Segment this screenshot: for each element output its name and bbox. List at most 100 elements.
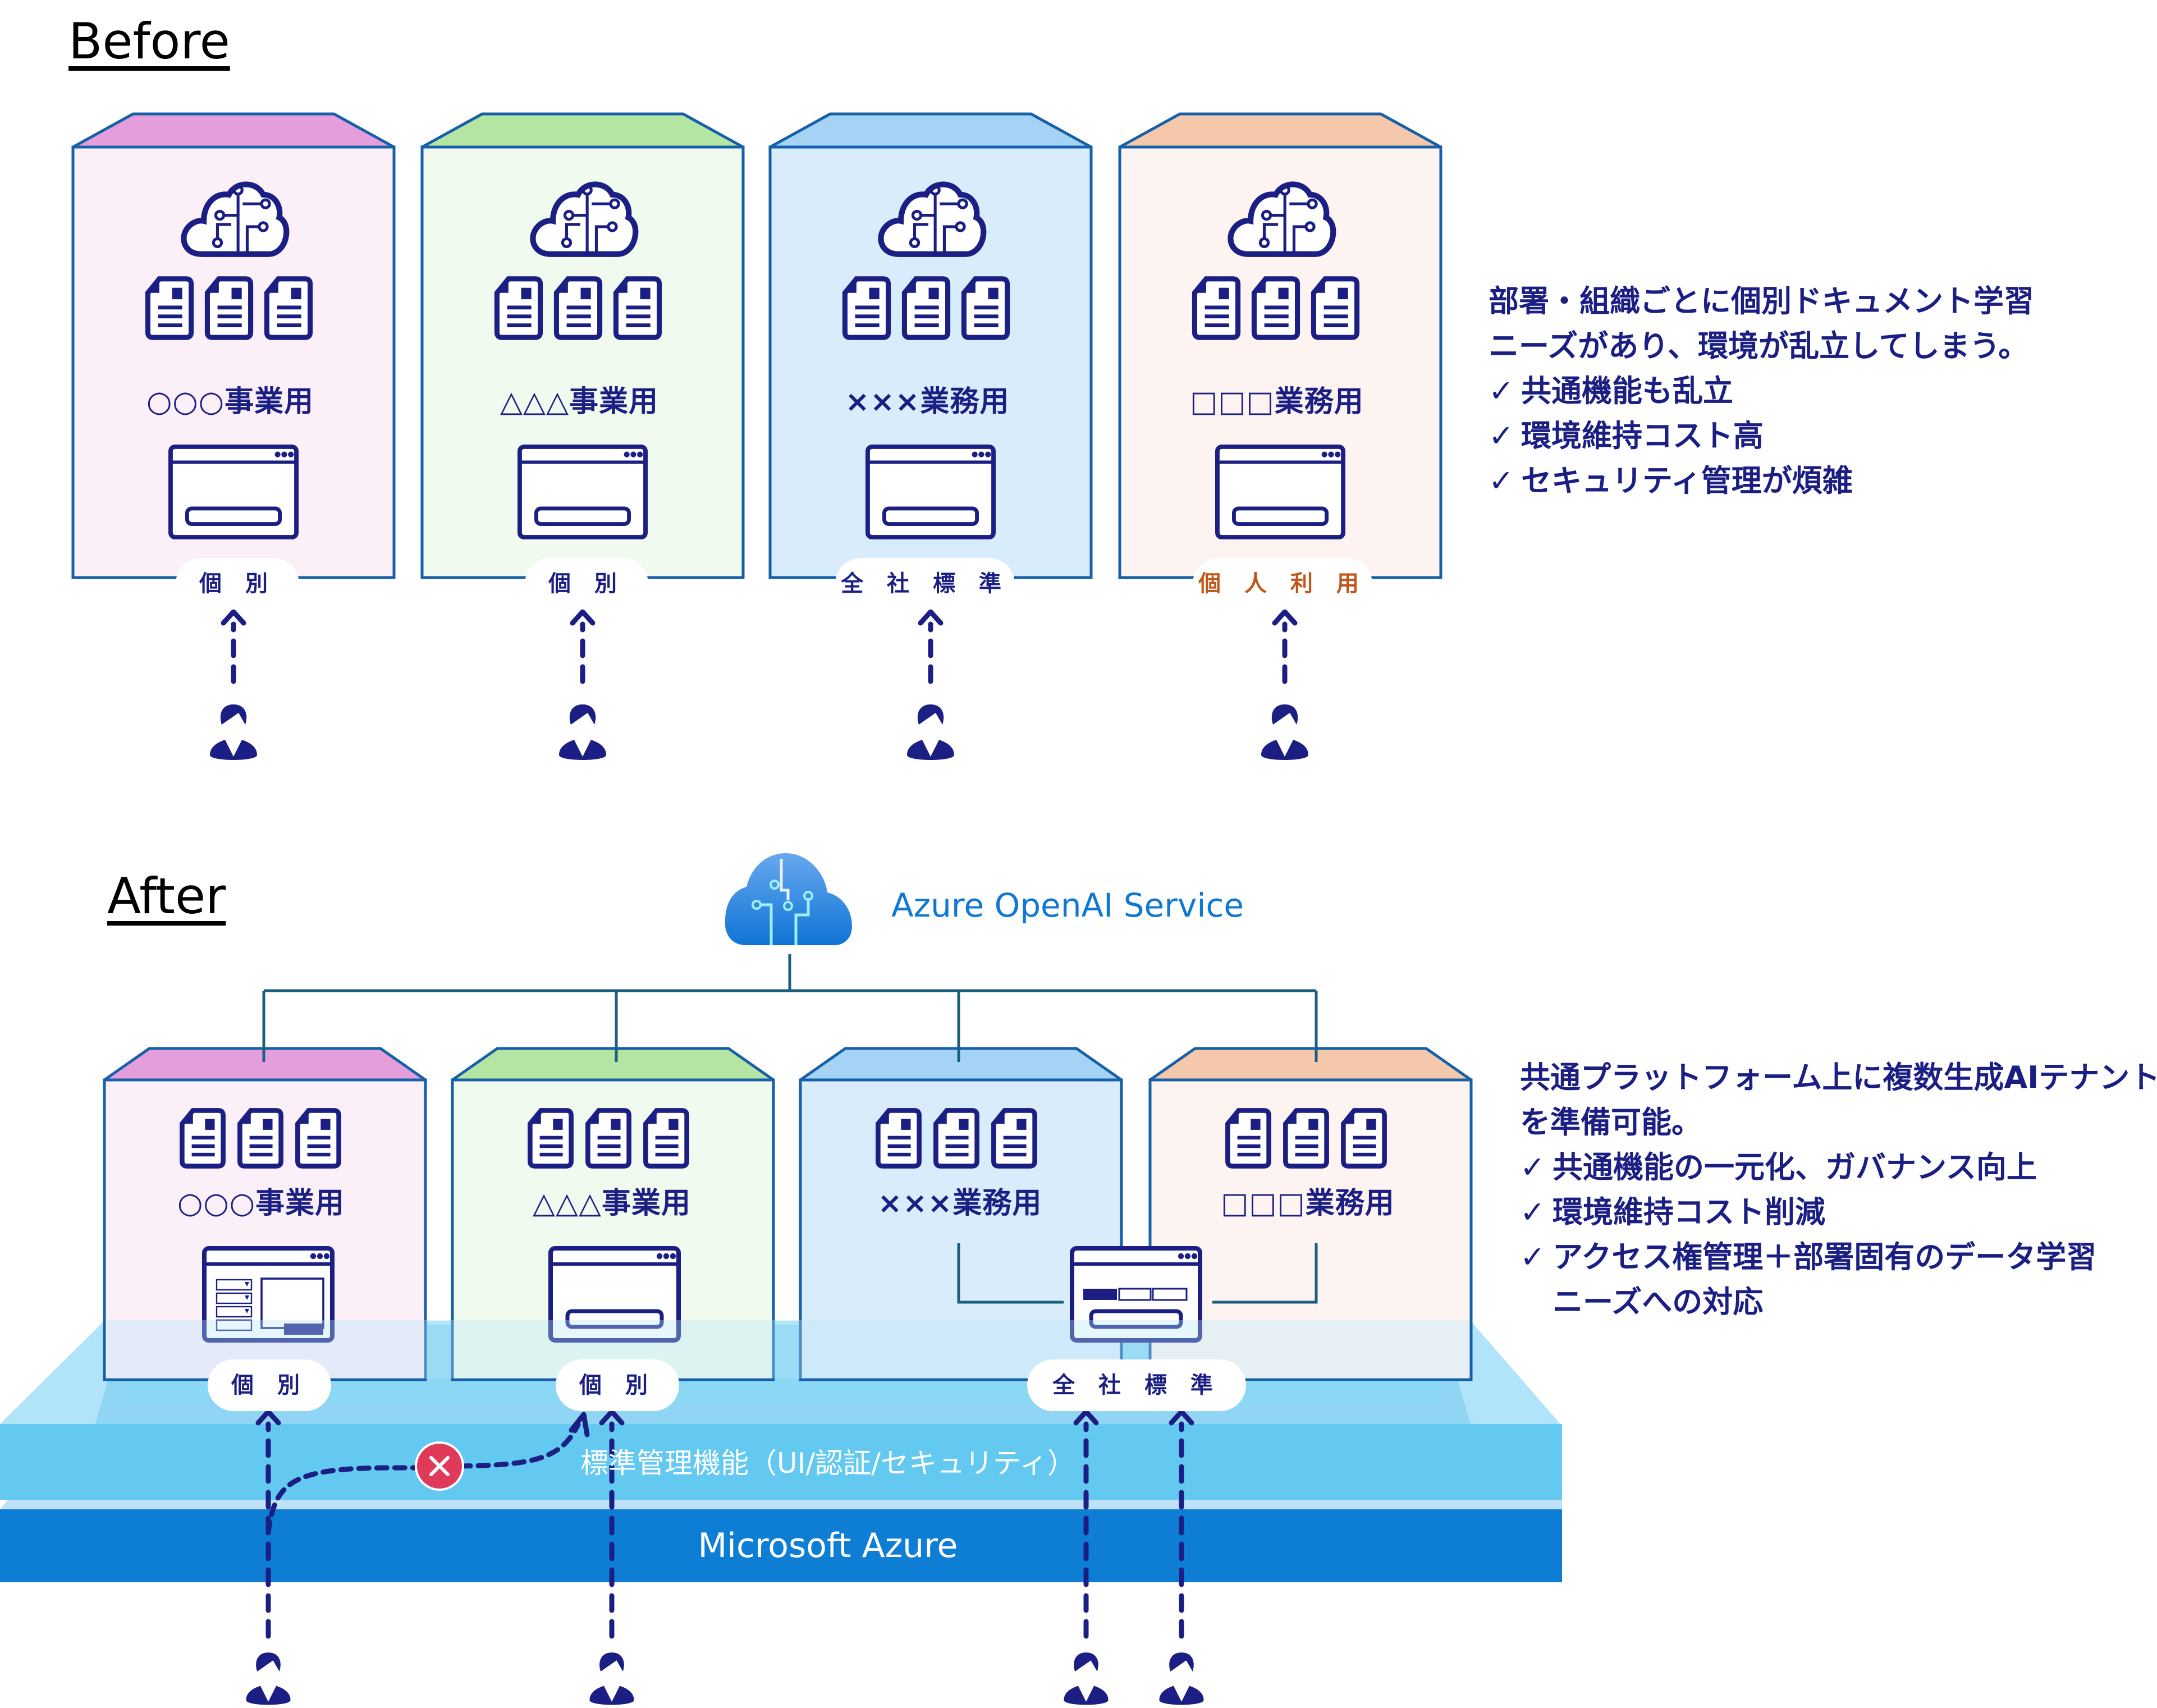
platform-overlay [107, 1320, 1469, 1379]
access-arrow [1073, 1409, 1099, 1639]
before-tenant-label: □□□業務用 [1190, 385, 1364, 419]
app-window-icon [520, 447, 645, 537]
before-title: Before [68, 12, 230, 70]
document-icon [240, 1110, 281, 1166]
check-icon: ✓ [1520, 1239, 1546, 1275]
before-scope-badge-personal: 個 人 利 用 [1193, 558, 1372, 610]
access-arrow [221, 609, 246, 684]
arrow-up-icon [918, 609, 944, 626]
access-arrow [570, 609, 596, 684]
after-tenant-box [799, 1047, 1123, 1381]
app-window-icon [171, 447, 296, 537]
document-icon [207, 279, 250, 337]
before-scope-badge: 全 社 標 準 [835, 558, 1015, 610]
after-tenant-label: ○○○事業用 [177, 1187, 345, 1220]
circuit-line [794, 898, 810, 945]
arrow-up-icon [570, 609, 596, 626]
connector-line [957, 1243, 1064, 1304]
azure-layer-label: Microsoft Azure [698, 1526, 958, 1565]
shared-window-connector [957, 1243, 1318, 1304]
circuit-line [761, 903, 773, 945]
document-icon [1313, 279, 1357, 337]
before-tenant-label: ○○○事業用 [146, 385, 314, 419]
user-icon [907, 704, 954, 760]
document-icon [1228, 1110, 1268, 1166]
blocked-access-path [265, 1412, 590, 1535]
document-icon [588, 1110, 629, 1166]
user-icon [589, 1652, 634, 1705]
circuit-line [780, 859, 790, 900]
layer-separator [0, 1500, 1562, 1509]
document-icon [1343, 1110, 1384, 1166]
arrow-up-icon [1272, 609, 1298, 626]
after-title: After [107, 867, 226, 925]
dashed-curve [457, 1422, 581, 1469]
before-tenant-label: △△△事業用 [500, 385, 658, 419]
description-line: 共通プラットフォーム上に複数生成AIテナント [1520, 1060, 2157, 1095]
check-icon: ✓ [1489, 463, 1514, 498]
document-icon [936, 1110, 977, 1166]
tenant-box-roof [103, 1047, 427, 1082]
description-continuation: ニーズへの対応 [1553, 1284, 1764, 1320]
document-icon [904, 279, 947, 337]
circuit-node [803, 891, 813, 901]
after-scope-badge: 全 社 標 準 [1027, 1359, 1246, 1411]
after-tenant-label: ×××業務用 [877, 1187, 1042, 1220]
check-icon: ✓ [1489, 418, 1514, 454]
arrow-up-icon [255, 1409, 281, 1426]
document-icon [993, 1110, 1034, 1166]
document-icon [297, 1110, 338, 1166]
circuit-node [770, 880, 780, 890]
user-icon [210, 704, 257, 760]
access-arrow [1272, 609, 1298, 684]
circuit-node [752, 900, 762, 910]
azure-layer [0, 1509, 1562, 1582]
before-description: 部署・組織ごとに個別ドキュメント学習 ニーズがあり、環境が乱立してしまう。 ✓共… [1489, 279, 2034, 503]
user-icon [1064, 1652, 1109, 1705]
x-icon [415, 1441, 464, 1491]
access-arrow [1169, 1409, 1194, 1639]
document-icon [878, 1110, 919, 1166]
user-icon [246, 1652, 291, 1705]
description-bullet: ✓共通機能も乱立 [1489, 369, 2034, 414]
after-scope-badge: 個 別 [556, 1359, 679, 1411]
description-bullet: ✓セキュリティ管理が煩雑 [1489, 459, 2034, 503]
description-bullet: ✓アクセス権管理＋部署固有のデータ学習 [1520, 1235, 2157, 1280]
app-window-icon [868, 447, 993, 537]
description-bullet: ✓共通機能の一元化、ガバナンス向上 [1520, 1145, 2157, 1190]
document-icon [645, 1110, 686, 1166]
azure-openai-service-label: Azure OpenAI Service [891, 886, 1244, 924]
check-icon: ✓ [1520, 1150, 1546, 1185]
management-layer [0, 1424, 1562, 1500]
document-icon [964, 279, 1007, 337]
management-layer-label: 標準管理機能（UI/認証/セキュリティ） [580, 1447, 1076, 1480]
service-connector [262, 954, 1318, 1062]
before-scope-badge: 個 別 [525, 558, 648, 610]
service-connector-drops [262, 1044, 1318, 1062]
connector-line [1212, 1243, 1318, 1304]
document-icon [556, 279, 599, 337]
document-icon [1194, 279, 1238, 337]
arrow-up-icon [599, 1409, 625, 1426]
arrow-up-icon [1073, 1409, 1099, 1426]
description-line: ニーズがあり、環境が乱立してしまう。 [1489, 328, 2029, 364]
after-tenant-label: □□□業務用 [1221, 1187, 1395, 1220]
tenant-box-roof [71, 112, 396, 149]
document-icon [845, 279, 888, 337]
check-icon: ✓ [1520, 1194, 1546, 1230]
description-bullet: ✓環境維持コスト削減 [1520, 1190, 2157, 1235]
x-mark [429, 1456, 450, 1476]
tenant-box-roof [451, 1047, 775, 1082]
app-window-icon [1217, 447, 1343, 537]
description-bullet: ✓環境維持コスト高 [1489, 414, 2034, 459]
tenant-box-roof [1148, 1047, 1473, 1082]
dashed-curve [265, 1465, 429, 1535]
document-icon [616, 279, 659, 337]
after-tenant-label: △△△事業用 [533, 1187, 691, 1220]
document-icon [1254, 279, 1297, 337]
azure-openai-cloud-icon [725, 853, 852, 945]
document-icon [1285, 1110, 1326, 1166]
tenant-box-roof [1118, 112, 1442, 149]
user-icon [1159, 1652, 1204, 1705]
